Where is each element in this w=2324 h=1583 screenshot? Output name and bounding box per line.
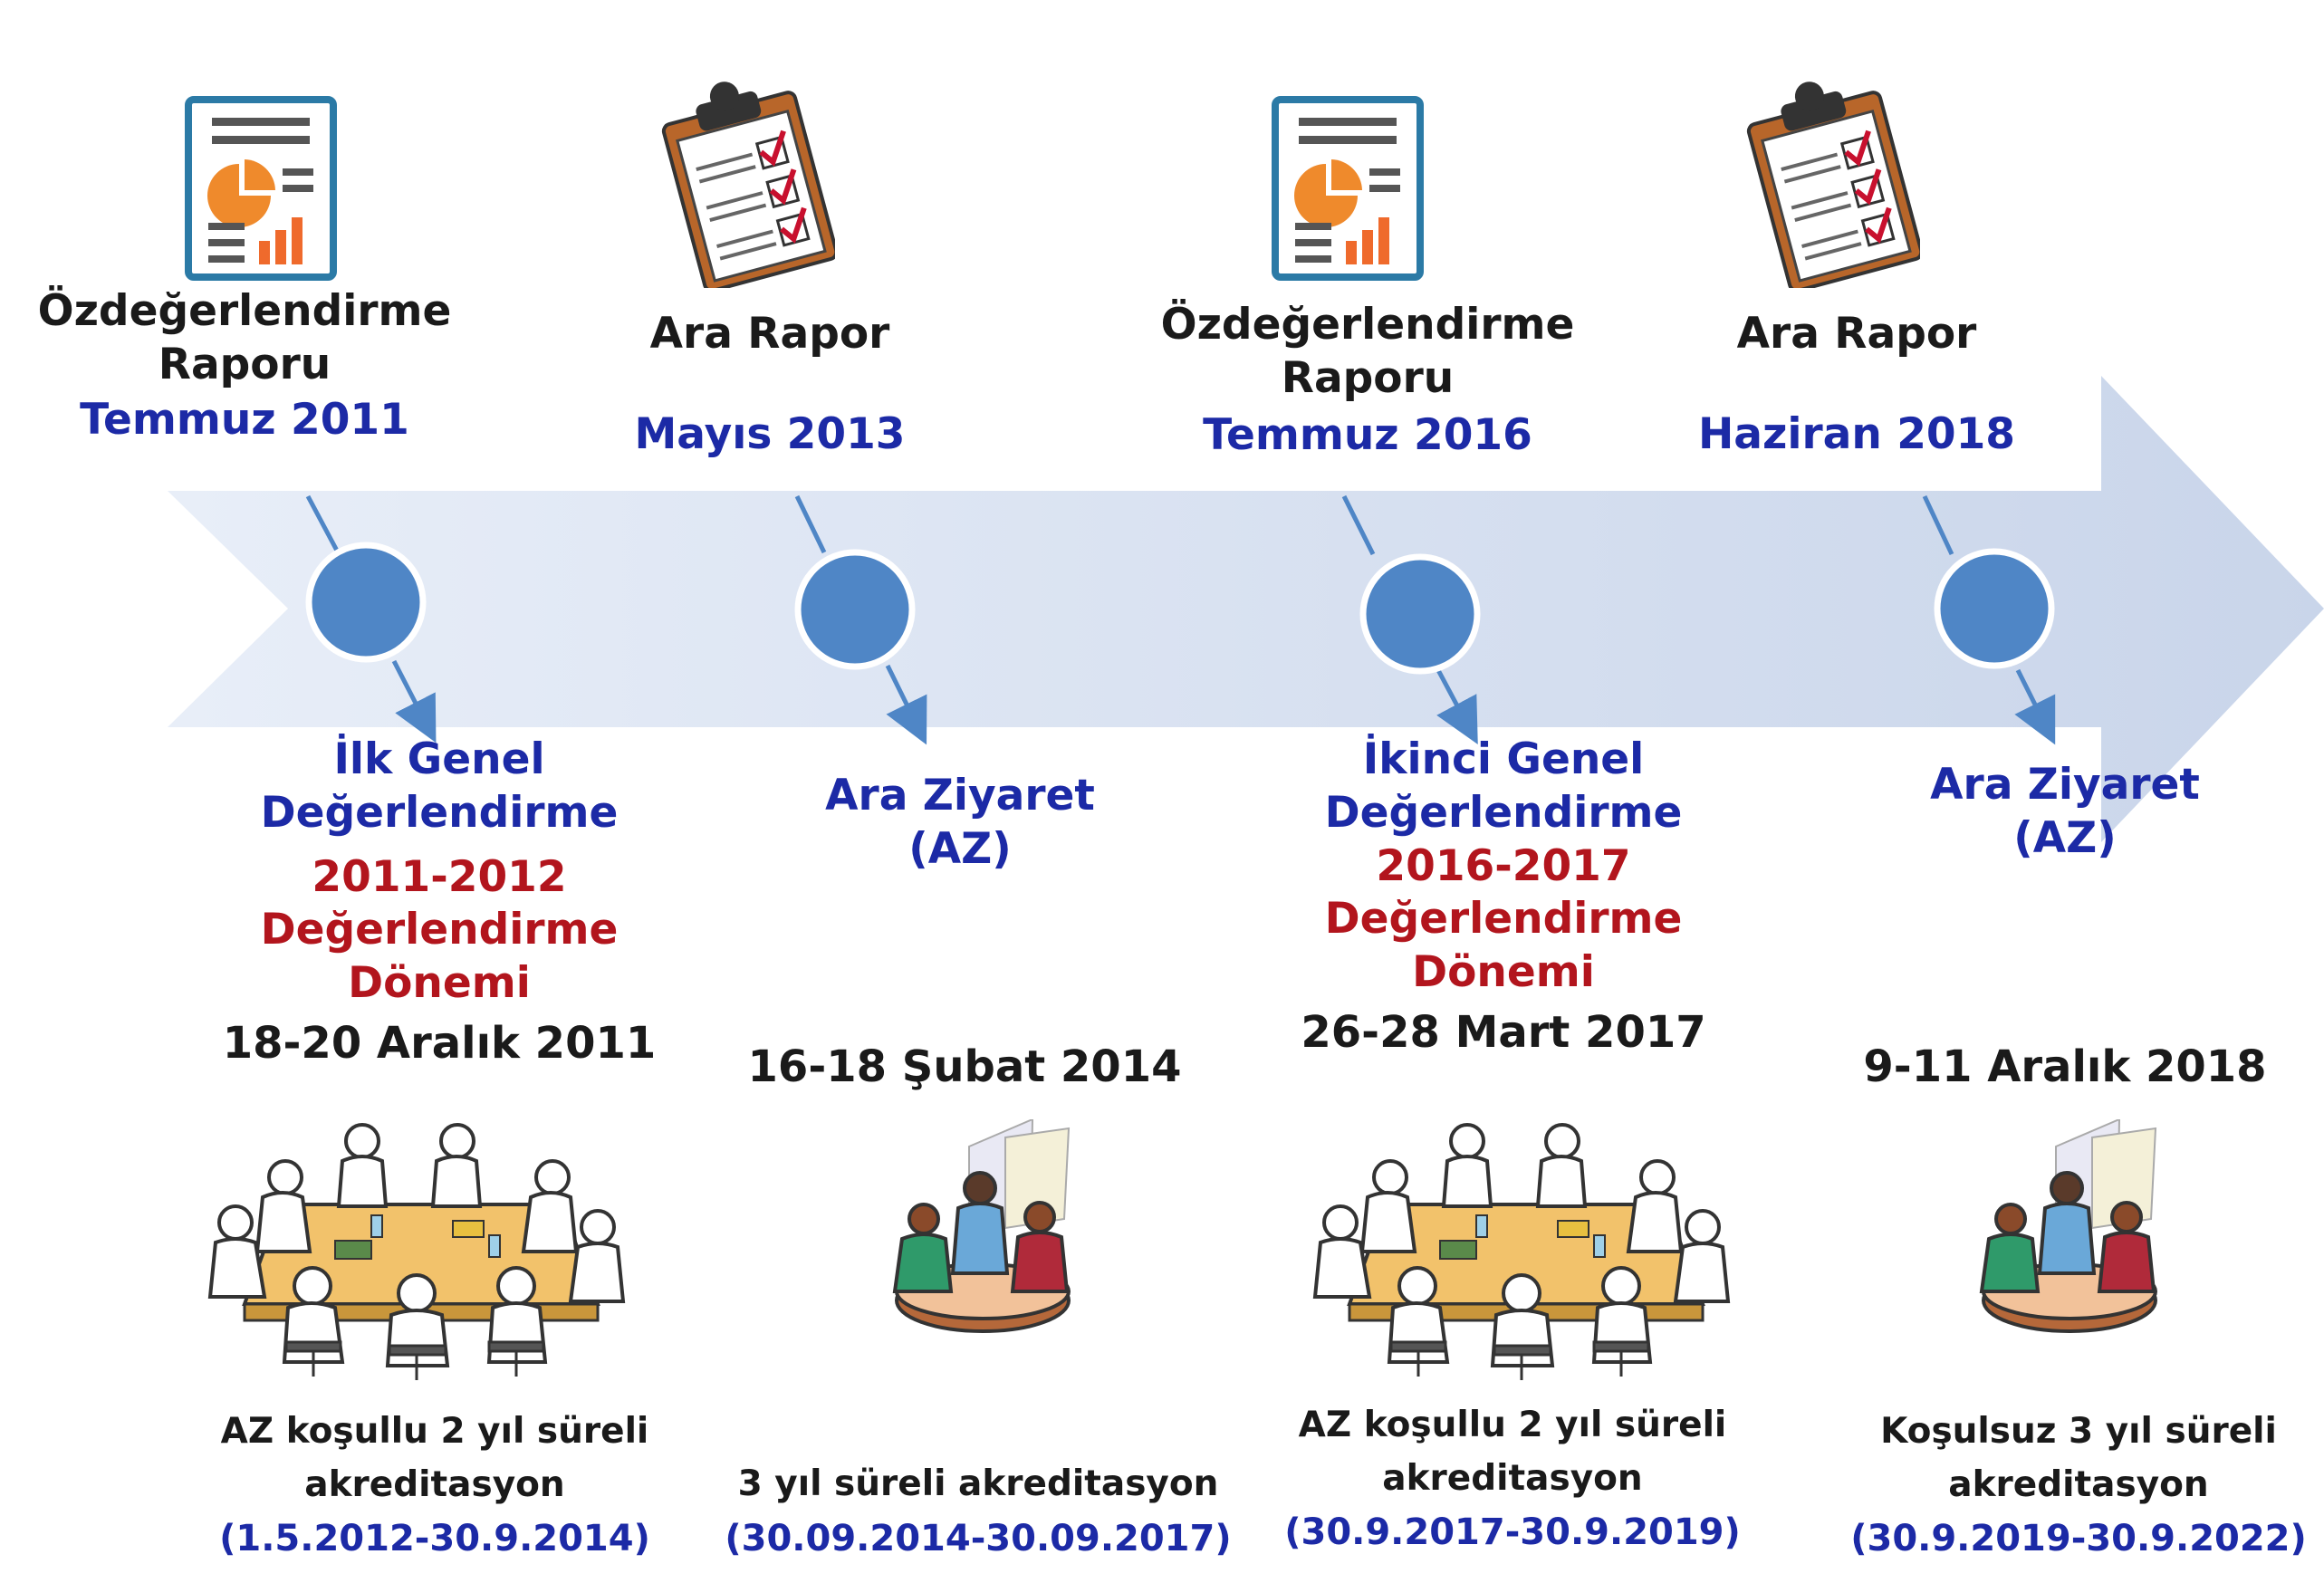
result-range: (30.9.2019-30.9.2022)	[1850, 1518, 2307, 1559]
event-title: Değerlendirme	[260, 787, 619, 838]
result-range: (1.5.2012-30.9.2014)	[219, 1518, 650, 1559]
visit-date: 26-28 Mart 2017	[1301, 1006, 1706, 1058]
result-text: akreditasyon	[1948, 1463, 2209, 1505]
result-range: (30.9.2017-30.9.2019)	[1284, 1511, 1741, 1553]
milestone-date: Temmuz 2016	[1203, 409, 1532, 460]
period-label: 2016-2017	[1376, 840, 1631, 891]
event-title: Ara Ziyaret	[1930, 760, 2200, 810]
small-meeting-icon	[892, 1119, 1071, 1333]
visit-date: 18-20 Aralık 2011	[222, 1017, 657, 1069]
milestone-title: Özdeğerlendirme	[1160, 300, 1575, 350]
large-meeting-icon	[1312, 1123, 1731, 1380]
event-title: Değerlendirme	[1324, 787, 1683, 838]
timeline-node	[794, 549, 916, 670]
event-title: (AZ)	[908, 823, 1012, 874]
event-title: İlk Genel	[333, 734, 545, 784]
top-label-4: Ara Rapor Haziran 2018	[1685, 308, 2029, 462]
result-text: akreditasyon	[304, 1463, 565, 1505]
top-label-2: Ara Rapor Mayıs 2013	[589, 308, 951, 462]
period-label: 2011-2012	[312, 851, 567, 902]
period-label: Dönemi	[1412, 947, 1595, 997]
result-text: AZ koşullu 2 yıl süreli	[220, 1411, 649, 1452]
result-4: Koşulsuz 3 yıl süreli akreditasyon (30.9…	[1839, 1406, 2319, 1566]
milestone-title: Raporu	[1281, 352, 1455, 403]
visit-date: 9-11 Aralık 2018	[1863, 1041, 2267, 1092]
result-text: 3 yıl süreli akreditasyon	[737, 1463, 1219, 1504]
milestone-date: Mayıs 2013	[634, 408, 906, 459]
result-3: AZ koşullu 2 yıl süreli akreditasyon (30…	[1268, 1399, 1757, 1559]
result-text: Koşulsuz 3 yıl süreli	[1880, 1411, 2277, 1452]
bottom-label-3: İkinci Genel Değerlendirme 2016-2017 Değ…	[1286, 734, 1721, 1060]
top-label-1: Özdeğerlendirme Raporu Temmuz 2011	[36, 285, 453, 446]
bottom-label-2: Ara Ziyaret (AZ)	[743, 770, 1177, 877]
bottom-label-4: Ara Ziyaret (AZ)	[1848, 759, 2282, 866]
clipboard-checklist-icon	[661, 82, 835, 288]
small-meeting-icon	[1979, 1119, 2157, 1333]
report-icon	[185, 96, 337, 281]
report-icon	[1272, 96, 1424, 281]
result-range: (30.09.2014-30.09.2017)	[725, 1517, 1232, 1559]
milestone-title: Raporu	[158, 339, 331, 389]
event-title: Ara Ziyaret	[825, 771, 1095, 820]
result-text: akreditasyon	[1382, 1457, 1643, 1499]
period-label: Değerlendirme	[1324, 894, 1683, 945]
clipboard-checklist-icon	[1746, 82, 1920, 288]
timeline-node	[305, 542, 427, 663]
top-label-3: Özdeğerlendirme Raporu Temmuz 2016	[1159, 299, 1576, 462]
timeline-node	[1934, 548, 2055, 669]
result-1: AZ koşullu 2 yıl süreli akreditasyon (1.…	[190, 1406, 679, 1566]
result-2: 3 yıl süreli akreditasyon (30.09.2014-30…	[725, 1458, 1232, 1566]
visit-date: 16-18 Şubat 2014	[747, 1041, 1182, 1092]
event-title: İkinci Genel	[1362, 734, 1645, 784]
period-label: Dönemi	[348, 958, 531, 1008]
large-meeting-icon	[207, 1123, 626, 1380]
milestone-title: Ara Rapor	[1736, 309, 1977, 359]
bottom-label-1: İlk Genel Değerlendirme 2011-2012 Değerl…	[217, 734, 661, 1070]
result-text: AZ koşullu 2 yıl süreli	[1298, 1405, 1727, 1445]
timeline-node	[1359, 553, 1481, 675]
milestone-title: Ara Rapor	[649, 309, 890, 359]
milestone-title: Özdeğerlendirme	[37, 286, 452, 336]
event-title: (AZ)	[2013, 812, 2117, 863]
period-label: Değerlendirme	[260, 905, 619, 955]
milestone-date: Haziran 2018	[1697, 408, 2016, 459]
milestone-date: Temmuz 2011	[80, 394, 409, 445]
